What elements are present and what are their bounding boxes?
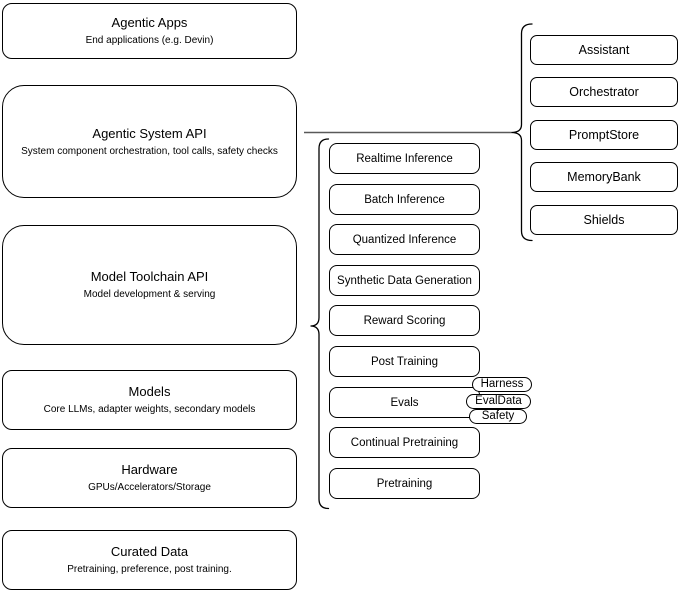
tag-harness: Harness [472,377,532,392]
node-continual-pretraining: Continual Pretraining [329,427,480,458]
node-hardware-subtitle: GPUs/Accelerators/Storage [88,482,211,493]
node-quantized-inference: Quantized Inference [329,224,480,255]
node-models-title: Models [128,384,171,399]
node-model-toolchain-api-subtitle: Model development & serving [83,289,216,300]
node-synthetic-data-generation: Synthetic Data Generation [329,265,480,296]
node-agentic-system-api: Agentic System API System component orch… [2,85,297,198]
node-assistant: Assistant [530,35,678,65]
node-agentic-apps: Agentic Apps End applications (e.g. Devi… [2,3,297,59]
node-orchestrator: Orchestrator [530,77,678,107]
node-model-toolchain-api-title: Model Toolchain API [90,269,209,284]
node-memorybank: MemoryBank [530,162,678,192]
node-evals: Evals [329,387,480,418]
toolchain-brace [310,138,330,510]
node-agentic-apps-subtitle: End applications (e.g. Devin) [85,35,214,46]
node-curated-data-title: Curated Data [110,544,189,559]
node-shields: Shields [530,205,678,235]
node-hardware-title: Hardware [121,462,178,477]
node-model-toolchain-api: Model Toolchain API Model development & … [2,225,297,345]
tag-evaldata: EvalData [466,394,531,409]
node-agentic-apps-title: Agentic Apps [111,15,188,30]
node-batch-inference: Batch Inference [329,184,480,215]
node-reward-scoring: Reward Scoring [329,305,480,336]
system-components-brace [511,23,533,242]
node-hardware: Hardware GPUs/Accelerators/Storage [2,448,297,508]
node-curated-data: Curated Data Pretraining, preference, po… [2,530,297,590]
node-models: Models Core LLMs, adapter weights, secon… [2,370,297,430]
node-realtime-inference: Realtime Inference [329,143,480,174]
node-promptstore: PromptStore [530,120,678,150]
tag-safety: Safety [469,409,527,424]
node-agentic-system-api-title: Agentic System API [92,125,207,141]
node-agentic-system-api-subtitle: System component orchestration, tool cal… [21,145,278,157]
node-pretraining: Pretraining [329,468,480,499]
node-post-training: Post Training [329,346,480,377]
node-curated-data-subtitle: Pretraining, preference, post training. [67,564,232,575]
node-models-subtitle: Core LLMs, adapter weights, secondary mo… [43,404,256,415]
